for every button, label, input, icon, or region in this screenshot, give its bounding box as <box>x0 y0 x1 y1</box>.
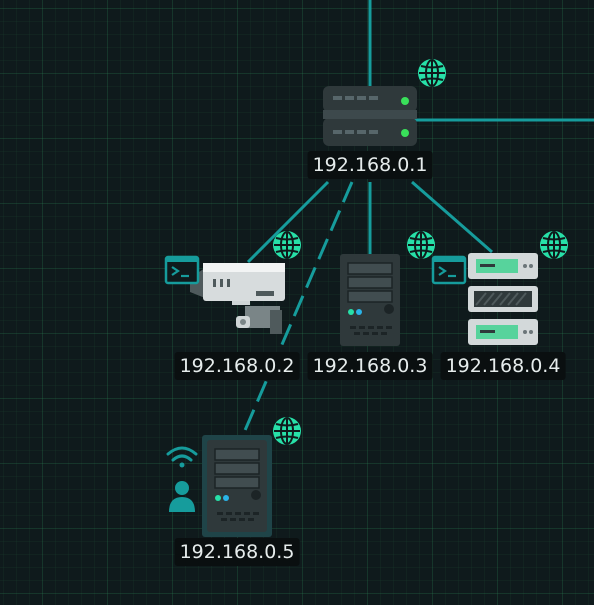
rack-server-device[interactable] <box>468 253 538 345</box>
rack-server-ip-label: 192.168.0.4 <box>440 352 566 380</box>
link-router-camera <box>246 180 330 264</box>
user-icon <box>169 481 195 512</box>
router-device[interactable] <box>323 86 417 146</box>
link-router-rack-server <box>411 180 493 254</box>
router-ip-label: 192.168.0.1 <box>307 151 433 179</box>
globe-icon <box>406 230 436 260</box>
tower-server-device[interactable] <box>339 253 401 347</box>
wifi-icon <box>166 446 198 468</box>
camera-device[interactable] <box>190 263 285 334</box>
link-router-tower-2 <box>241 181 354 436</box>
terminal-icon <box>164 255 200 285</box>
tower-server-device-2[interactable] <box>202 435 272 537</box>
globe-icon <box>417 58 447 88</box>
globe-icon <box>539 230 569 260</box>
globe-icon <box>272 416 302 446</box>
tower-2-ip-label: 192.168.0.5 <box>174 538 300 566</box>
terminal-icon <box>431 255 467 285</box>
globe-icon <box>272 230 302 260</box>
camera-ip-label: 192.168.0.2 <box>174 352 300 380</box>
tower-1-ip-label: 192.168.0.3 <box>307 352 433 380</box>
network-links <box>241 0 594 436</box>
